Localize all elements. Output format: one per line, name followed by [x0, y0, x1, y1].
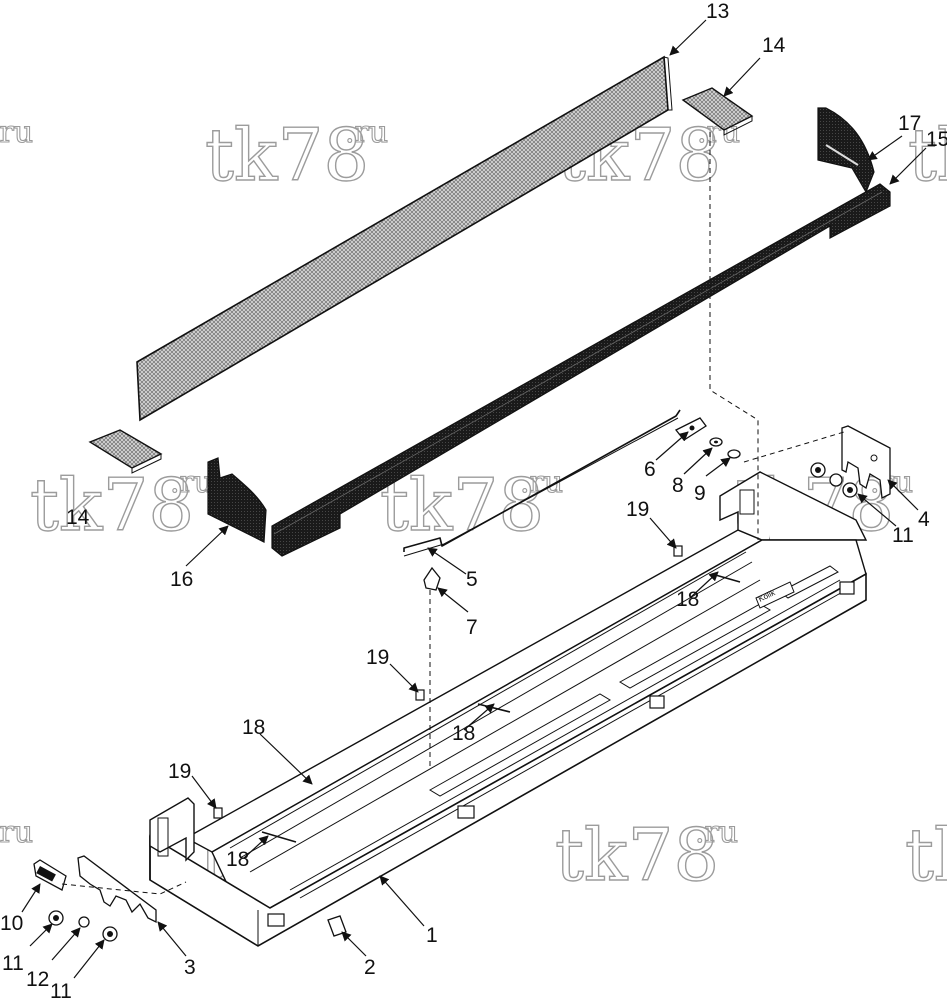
main-housing: Kolik: [149, 471, 868, 947]
rod-clip: [423, 566, 441, 591]
rod-bracket: [674, 417, 707, 441]
callout-5: 5: [466, 568, 478, 591]
svg-text:tk78: tk78: [205, 113, 369, 197]
mesh-filter-panel: [136, 55, 673, 422]
callout-14: 14: [762, 34, 786, 57]
bushings-right: [810, 462, 858, 498]
callout-18: 18: [452, 722, 475, 745]
svg-text:tk78: tk78: [555, 813, 719, 897]
callout-18: 18: [676, 588, 699, 611]
callout-19: 19: [366, 646, 389, 669]
callout-17: 17: [898, 112, 921, 135]
callout-13: 13: [706, 0, 729, 23]
watermark: tk78: [907, 112, 947, 197]
callout-2: 2: [364, 956, 376, 979]
watermark: tk78 .ru: [379, 462, 563, 547]
watermark: tk78 .ru: [29, 462, 213, 547]
foam-bar: [271, 183, 891, 557]
callout-11: 11: [50, 980, 72, 1000]
end-pad-right: [681, 87, 754, 136]
callout-4: 4: [918, 508, 930, 531]
watermark: .ru: [0, 814, 34, 850]
svg-text:tk78: tk78: [30, 463, 194, 547]
end-pad-left: [88, 429, 163, 474]
callout-10: 10: [0, 912, 23, 935]
callout-14: 14: [66, 506, 90, 529]
callout-15: 15: [926, 128, 947, 151]
svg-text:.ru: .ru: [345, 115, 388, 150]
washer: [709, 437, 723, 447]
spring-clip: [673, 545, 683, 557]
watermark: tk78 .ru: [204, 112, 388, 197]
assembly-guides: [61, 132, 845, 895]
left-end-cap: [207, 457, 267, 543]
callout-11: 11: [2, 952, 24, 975]
callout-6: 6: [644, 458, 656, 481]
right-end-cap: [817, 107, 875, 194]
nut: [727, 449, 741, 459]
callout-18: 18: [242, 716, 265, 739]
callout-3: 3: [184, 956, 196, 979]
right-end-plate: [841, 425, 891, 499]
svg-text:.ru: .ru: [170, 465, 213, 500]
svg-text:.ru: .ru: [0, 115, 33, 150]
callout-9: 9: [694, 482, 706, 505]
spring-clip: [213, 807, 223, 819]
left-end-plate: [77, 855, 157, 924]
leader-lines: [21, 19, 927, 979]
callout-19: 19: [626, 498, 649, 521]
callout-7: 7: [466, 616, 478, 639]
callout-8: 8: [672, 474, 684, 497]
spring-clip: [415, 689, 425, 701]
callout-12: 12: [26, 968, 49, 991]
callout-18: 18: [226, 848, 249, 871]
watermark: .ru: [0, 114, 34, 150]
svg-text:.ru: .ru: [0, 815, 33, 850]
callout-11: 11: [892, 524, 914, 547]
callout-19: 19: [168, 760, 191, 783]
svg-text:tk78: tk78: [908, 113, 947, 197]
svg-text:.ru: .ru: [695, 815, 738, 850]
svg-text:tk78: tk78: [905, 813, 947, 897]
callout-1: 1: [426, 924, 438, 947]
callout-16: 16: [170, 568, 193, 591]
watermark: tk78: [904, 812, 947, 897]
watermark: tk78 .ru: [554, 812, 738, 897]
bushings-left: [48, 910, 118, 942]
control-rod: [403, 409, 681, 557]
label-tag: [33, 859, 67, 891]
